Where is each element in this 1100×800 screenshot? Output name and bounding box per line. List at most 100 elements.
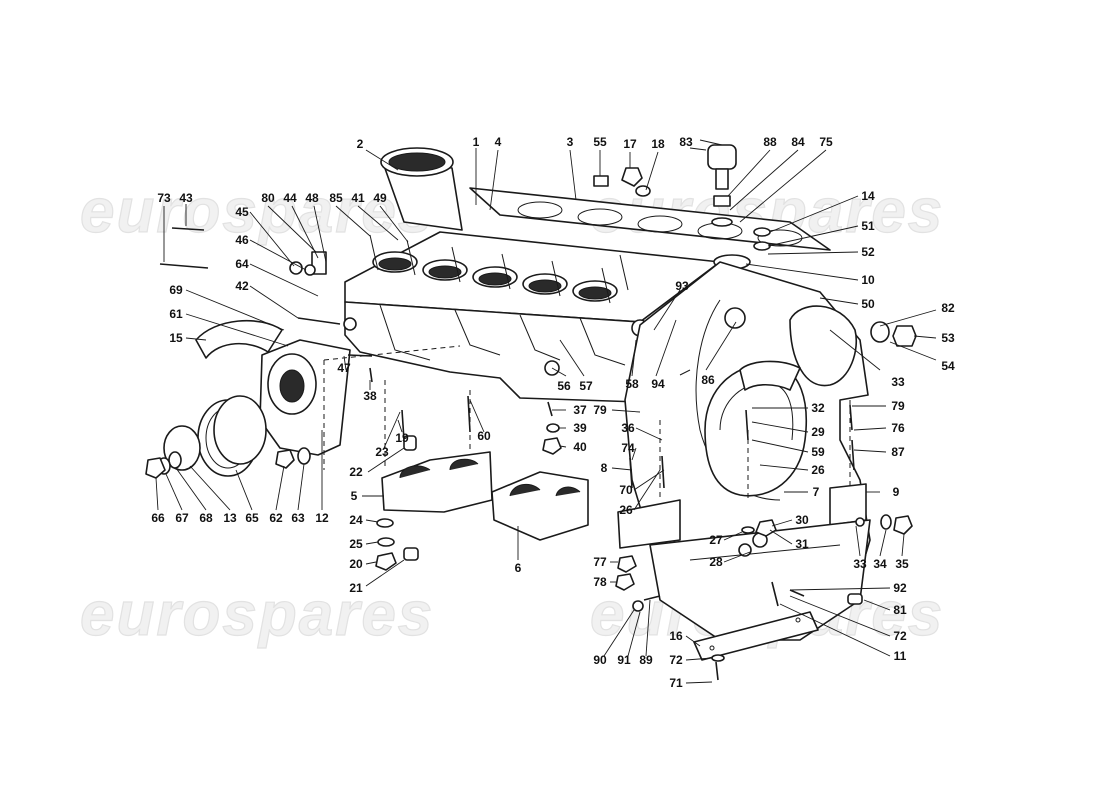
callout-79: 79: [891, 399, 905, 413]
callout-64: 64: [235, 257, 249, 271]
callout-75: 75: [819, 135, 833, 149]
callout-68: 68: [199, 511, 213, 525]
callout-58: 58: [625, 377, 639, 391]
callout-78: 78: [593, 575, 607, 589]
callout-23: 23: [375, 445, 389, 459]
callout-51: 51: [861, 219, 875, 233]
callout-6: 6: [515, 561, 522, 575]
callout-22: 22: [349, 465, 363, 479]
callout-56: 56: [557, 379, 571, 393]
callout-83: 83: [679, 135, 693, 149]
callout-28: 28: [709, 555, 723, 569]
callout-82: 82: [941, 301, 955, 315]
callout-72: 72: [893, 629, 907, 643]
callout-87: 87: [891, 445, 905, 459]
callout-40: 40: [573, 440, 587, 454]
callout-leaders: [155, 147, 937, 684]
callout-90: 90: [593, 653, 607, 667]
callout-12: 12: [315, 511, 329, 525]
callout-4: 4: [495, 135, 502, 149]
callout-14: 14: [861, 189, 875, 203]
callout-2: 2: [357, 137, 364, 151]
callout-20: 20: [349, 557, 363, 571]
callout-24: 24: [349, 513, 363, 527]
sump-cover-plate: [693, 611, 819, 661]
main-bearing-cap: [491, 471, 589, 541]
callout-39: 39: [573, 421, 587, 435]
callout-53: 53: [941, 331, 955, 345]
callout-8: 8: [601, 461, 608, 475]
callout-70: 70: [619, 483, 633, 497]
callout-1: 1: [473, 135, 480, 149]
callout-63: 63: [291, 511, 305, 525]
callout-66: 66: [151, 511, 165, 525]
callout-33: 33: [891, 375, 905, 389]
callout-94: 94: [651, 377, 665, 391]
callout-41: 41: [351, 191, 365, 205]
callout-61: 61: [169, 307, 183, 321]
callout-36: 36: [621, 421, 635, 435]
callout-35: 35: [895, 557, 909, 571]
callout-3: 3: [567, 135, 574, 149]
callout-57: 57: [579, 379, 593, 393]
callout-16: 16: [669, 629, 683, 643]
oil-pressure-sender: [699, 139, 737, 227]
callout-18: 18: [651, 137, 665, 151]
callout-86: 86: [701, 373, 715, 387]
callout-21: 21: [349, 581, 363, 595]
callout-52: 52: [861, 245, 875, 259]
callout-32: 32: [811, 401, 825, 415]
callout-79: 79: [593, 403, 607, 417]
callout-89: 89: [639, 653, 653, 667]
watermark-text: eurospares: [80, 580, 434, 649]
callout-48: 48: [305, 191, 319, 205]
callout-80: 80: [261, 191, 275, 205]
callout-10: 10: [861, 273, 875, 287]
callout-27: 27: [709, 533, 723, 547]
callout-9: 9: [893, 485, 900, 499]
callout-85: 85: [329, 191, 343, 205]
callout-55: 55: [593, 135, 607, 149]
callout-74: 74: [621, 441, 635, 455]
callout-65: 65: [245, 511, 259, 525]
callout-26: 26: [811, 463, 825, 477]
callout-38: 38: [363, 389, 377, 403]
callout-labels: 2 1 4 3 55 17 18 83 88 84 75 14 51 52 10…: [151, 135, 955, 690]
callout-46: 46: [235, 233, 249, 247]
callout-69: 69: [169, 283, 183, 297]
callout-5: 5: [351, 489, 358, 503]
main-bearing-cap: [381, 451, 493, 513]
callout-91: 91: [617, 653, 631, 667]
callout-31: 31: [795, 537, 809, 551]
callout-93: 93: [675, 279, 689, 293]
callout-62: 62: [269, 511, 283, 525]
callout-72: 72: [669, 653, 683, 667]
callout-67: 67: [175, 511, 189, 525]
callout-26: 26: [619, 503, 633, 517]
callout-45: 45: [235, 205, 249, 219]
callout-76: 76: [891, 421, 905, 435]
callout-49: 49: [373, 191, 387, 205]
callout-73: 73: [157, 191, 171, 205]
callout-47: 47: [337, 361, 351, 375]
callout-88: 88: [763, 135, 777, 149]
callout-43: 43: [179, 191, 193, 205]
callout-15: 15: [169, 331, 183, 345]
callout-7: 7: [813, 485, 820, 499]
callout-50: 50: [861, 297, 875, 311]
callout-13: 13: [223, 511, 237, 525]
callout-92: 92: [893, 581, 907, 595]
callout-37: 37: [573, 403, 587, 417]
callout-59: 59: [811, 445, 825, 459]
callout-30: 30: [795, 513, 809, 527]
callout-84: 84: [791, 135, 805, 149]
callout-25: 25: [349, 537, 363, 551]
callout-54: 54: [941, 359, 955, 373]
callout-81: 81: [893, 603, 907, 617]
rear-main-cap: [617, 483, 871, 641]
watermark-text: eurospares: [80, 177, 434, 246]
callout-60: 60: [477, 429, 491, 443]
callout-33: 33: [853, 557, 867, 571]
callout-34: 34: [873, 557, 887, 571]
